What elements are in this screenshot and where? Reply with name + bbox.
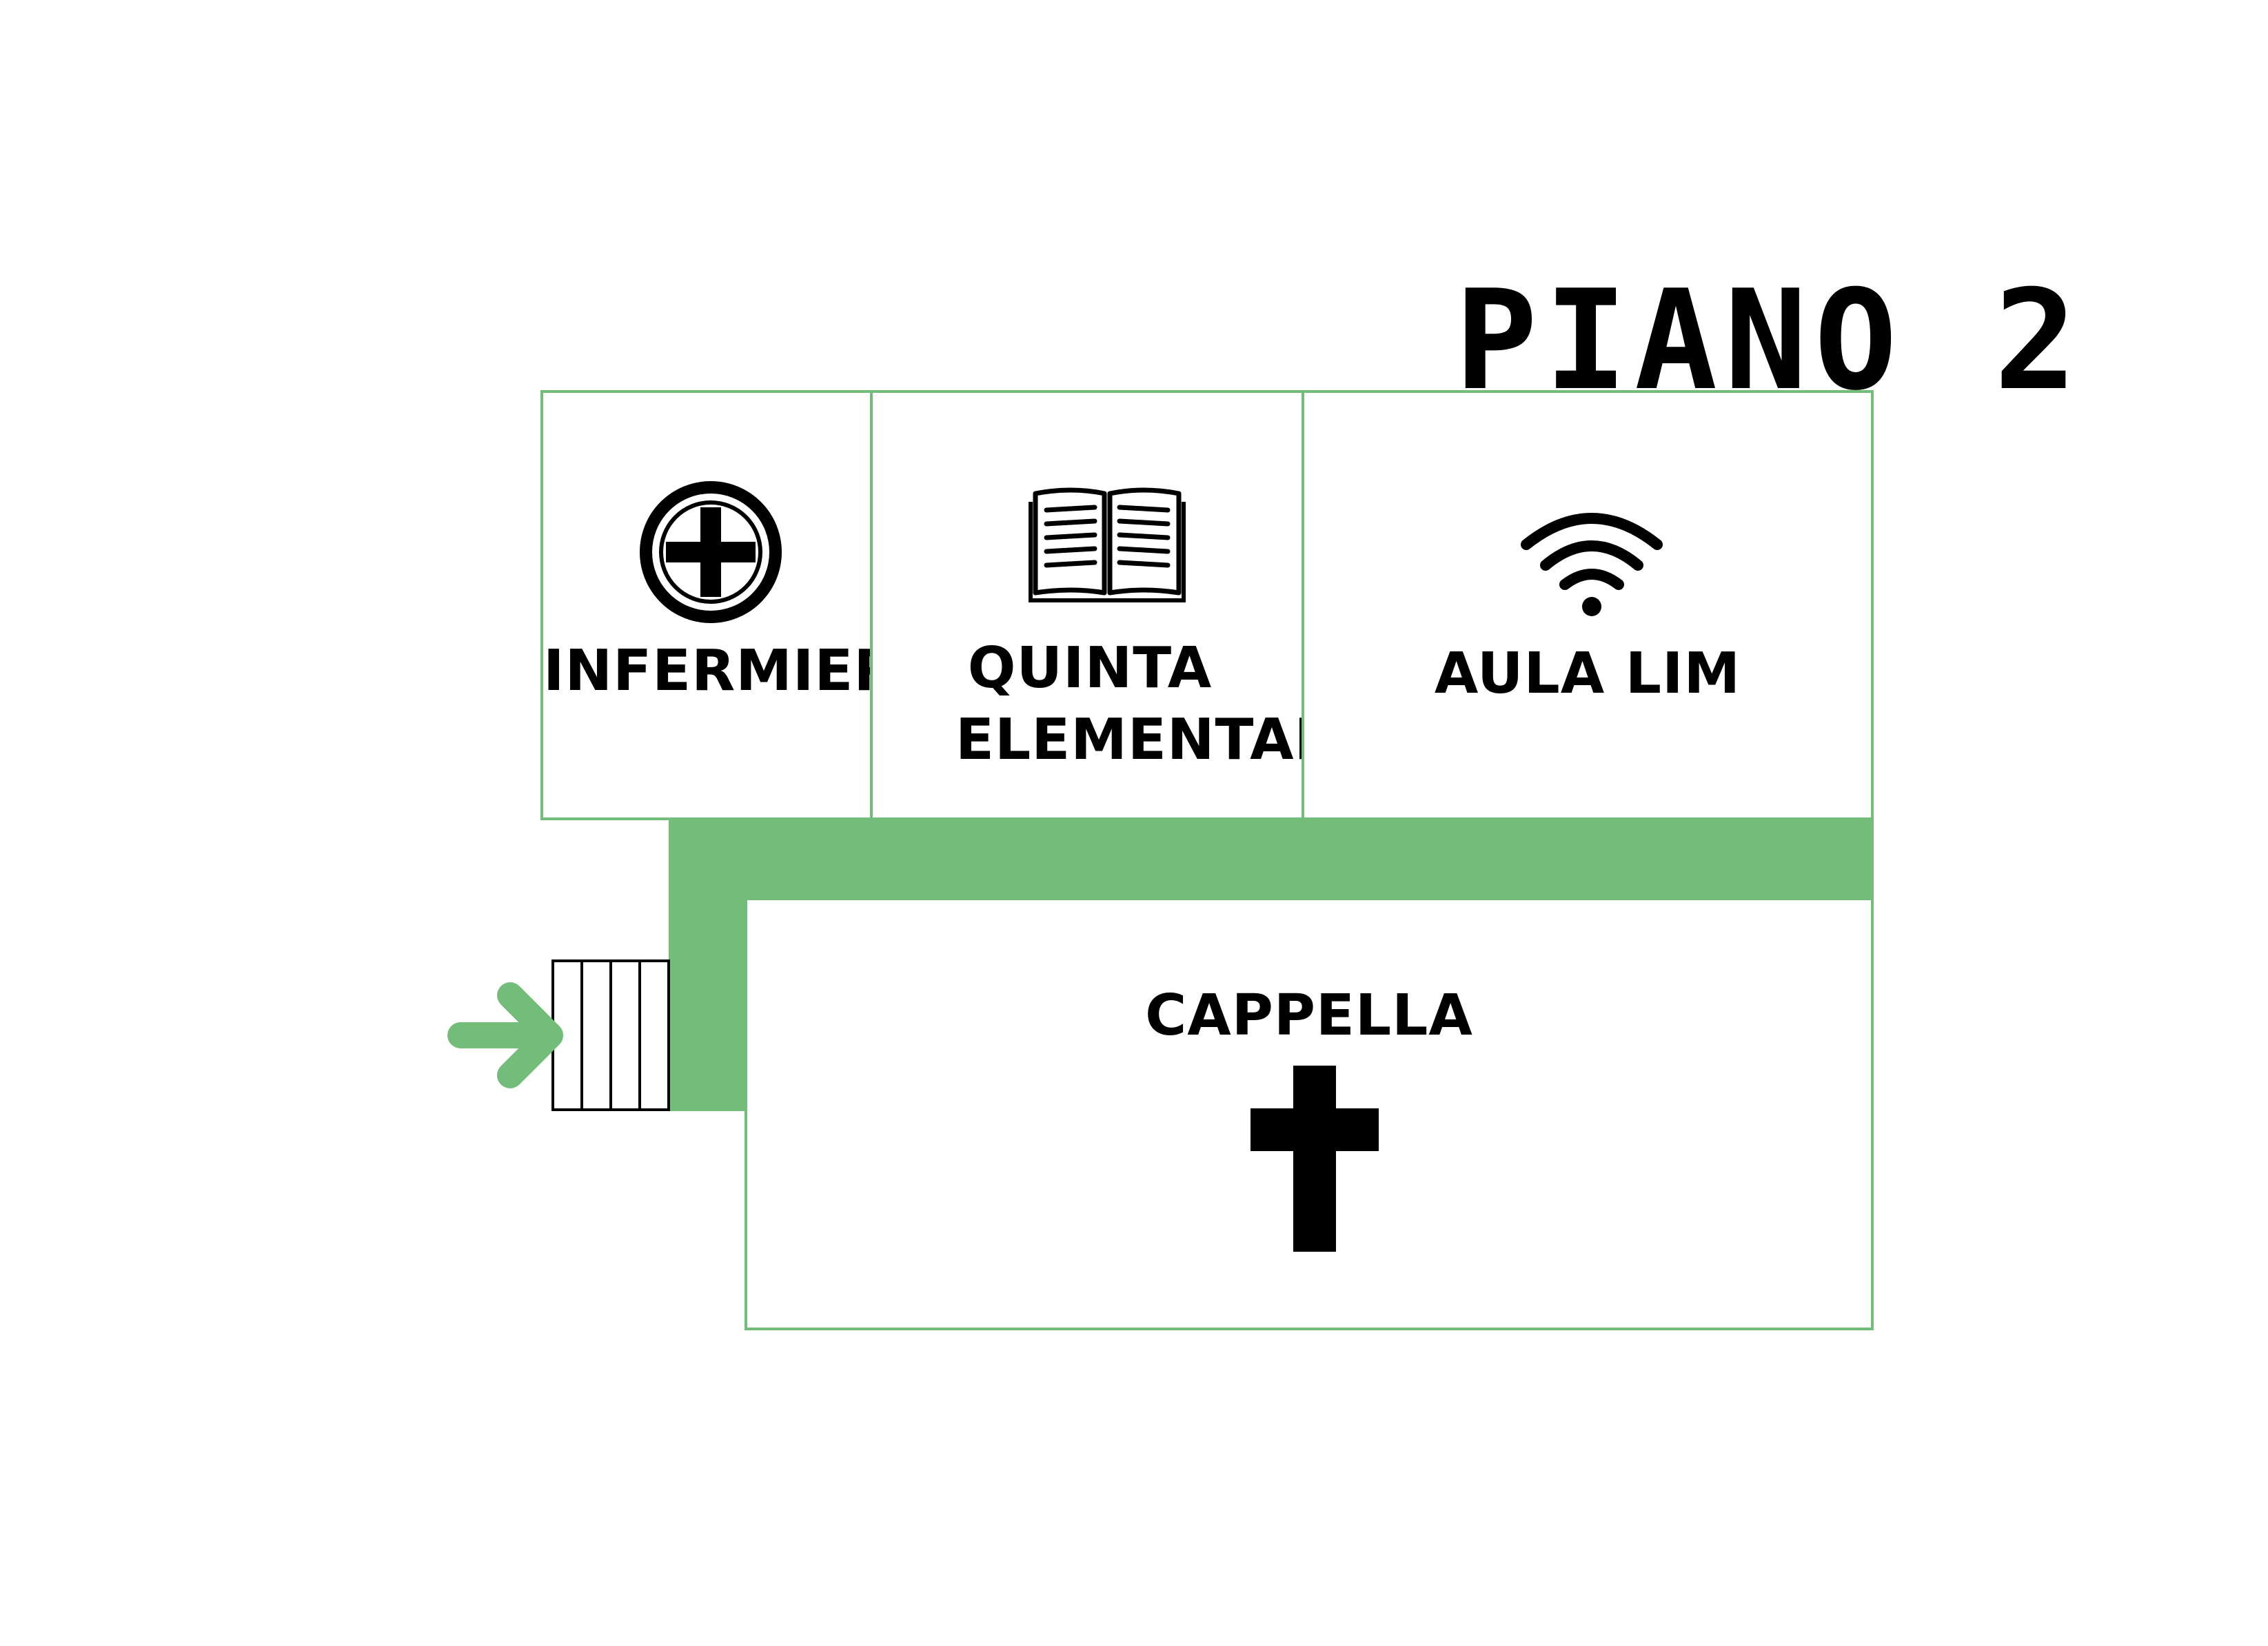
- room-infermieria[interactable]: INFERMIERIA: [540, 390, 964, 820]
- corridor-vertical: [669, 819, 746, 1111]
- stair-step: [583, 962, 612, 1108]
- room-cappella[interactable]: CAPPELLA: [745, 897, 1874, 1330]
- stair-step: [554, 962, 583, 1108]
- room-label-aula-lim: AULA LIM: [1434, 641, 1741, 707]
- wifi-icon: [1521, 513, 1663, 616]
- open-book-icon: [1029, 487, 1186, 602]
- room-label-quinta-elementare: QUINTA ELEMENTARE: [955, 636, 1378, 773]
- entrance-arrow-icon: [447, 982, 563, 1088]
- stair-step: [641, 962, 667, 1108]
- room-quinta-elementare[interactable]: QUINTA ELEMENTARE: [870, 390, 1378, 820]
- corridor-horizontal: [669, 819, 1874, 899]
- floor-title: PIANO 2: [1455, 261, 2084, 421]
- stair-step: [612, 962, 641, 1108]
- medical-cross-icon: [640, 481, 782, 623]
- room-label-cappella: CAPPELLA: [1145, 983, 1473, 1048]
- room-aula-lim[interactable]: AULA LIM: [1302, 390, 1874, 820]
- latin-cross-icon: [1251, 1066, 1379, 1252]
- room-label-infermieria: INFERMIERIA: [543, 638, 964, 704]
